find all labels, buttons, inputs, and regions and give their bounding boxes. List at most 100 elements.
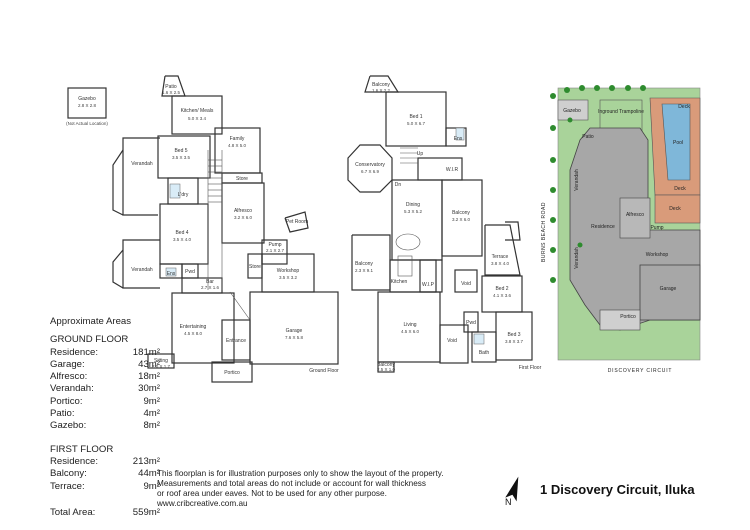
ff-room-dim: 2.5 X 1.0	[377, 367, 396, 372]
ff-room-name: Ens	[454, 136, 463, 142]
gf-room-name: Patio	[165, 84, 177, 90]
ff-room-dim: 3.8 X 4.0	[491, 261, 510, 266]
site-label: Garage	[660, 286, 677, 292]
area-value: 30m²	[138, 383, 160, 395]
area-row: Residence:181m²	[50, 347, 160, 359]
ff-room-name: Balcony	[377, 362, 395, 368]
trees	[550, 85, 646, 283]
portico-footprint	[599, 309, 641, 331]
site-road-side: BURNS BEACH ROAD	[541, 202, 547, 262]
gf-room-name: Store	[249, 264, 261, 270]
gf-room-name: Entrance	[226, 338, 246, 344]
ff-floor-caption: First Floor	[519, 365, 542, 371]
area-row: Patio:4m²	[50, 408, 160, 420]
ff-room-name: W.I.R	[446, 167, 459, 173]
site-label: Verandah	[574, 247, 580, 269]
site-label: Workshop	[646, 252, 669, 258]
ff-room-name: Terrace	[492, 254, 509, 260]
ff-room-name: Bath	[479, 350, 490, 356]
rear-deck	[654, 194, 701, 224]
gazebo-label: Gazebo	[78, 96, 96, 102]
ff-stair-label: Up	[417, 151, 424, 157]
north-label: N	[505, 497, 512, 507]
site-label: Residence	[591, 224, 615, 230]
gf-room-name: Kitchen/ Meals	[181, 108, 214, 114]
ground-floor-title: GROUND FLOOR	[50, 334, 129, 346]
ff-room-name: Bed 1	[409, 114, 422, 120]
ff-room-name: W.I.P	[422, 282, 435, 288]
site-road-bottom: DISCOVERY CIRCUIT	[608, 368, 673, 374]
website-link[interactable]: www.cribcreative.com.au	[157, 499, 248, 508]
ff-room-dim: 3.8 X 3.7	[505, 339, 524, 344]
total-area-value: 559m²	[132, 506, 160, 518]
gf-room-dim: 7.6 X 5.8	[285, 335, 304, 340]
area-value: 44m²	[138, 468, 160, 480]
gf-room-name: Bar	[206, 279, 214, 285]
ff-room-name: Conservatory	[355, 162, 385, 168]
alfresco-footprint	[619, 197, 651, 239]
gf-room-name: Store	[236, 176, 248, 182]
ff-room-name: Dining	[406, 202, 420, 208]
ground-floor-plan: Patio 1.6 X 2.5 Kitchen/ Meals 5.0 X 3.4…	[112, 75, 339, 383]
first-floor-title: FIRST FLOOR	[50, 443, 114, 455]
site-label: Pump	[650, 225, 663, 231]
property-address: 1 Discovery Circuit, Iluka	[540, 482, 695, 497]
ff-room-name: Void	[447, 338, 457, 344]
ff-room-name: Pwd	[466, 320, 476, 326]
approximate-areas: Approximate Areas GROUND FLOOR Residence…	[50, 316, 160, 519]
area-value: 8m²	[143, 420, 160, 432]
area-label: Residence:	[50, 455, 98, 467]
area-value: 18m²	[138, 371, 160, 383]
area-value: 9m²	[143, 395, 160, 407]
site-label: Alfresco	[626, 212, 644, 218]
gf-room-dim: 3.5 X 3.5	[172, 155, 191, 160]
ff-room-name: Living	[403, 322, 416, 328]
area-value: 9m²	[143, 480, 160, 492]
area-row: Verandah: 30m²	[50, 383, 160, 395]
gf-room-name: Verandah	[131, 267, 153, 273]
site-label: Portico	[620, 314, 636, 320]
ff-room-dim: 3.2 X 6.0	[452, 217, 471, 222]
site-label: Deck	[678, 104, 690, 110]
ff-room-name: Balcony	[452, 210, 470, 216]
area-row: Residence:213m²	[50, 456, 160, 468]
ff-room-dim: 6.7 X 6.9	[361, 169, 380, 174]
gf-room-name: Portico	[224, 370, 240, 376]
gazebo-area	[557, 99, 589, 121]
ff-stair-label: Dn	[395, 182, 402, 188]
area-label: Portico:	[50, 395, 83, 407]
area-label: Terrace:	[50, 480, 85, 492]
area-value: 4m²	[143, 408, 160, 420]
disclaimer-line: Measurements and total areas do not incl…	[157, 479, 426, 488]
pool	[661, 103, 691, 181]
site-labels: Gazebo Inground Trampoline Deck Pool Pat…	[563, 104, 690, 320]
area-row: Gazebo:8m²	[50, 420, 160, 432]
north-arrow-icon: N	[505, 476, 519, 507]
gf-room-name: Sitting	[154, 358, 168, 364]
ff-room-name: Bed 2	[495, 286, 508, 292]
gf-room-name: Family	[230, 136, 245, 142]
area-label: Garage:	[50, 358, 85, 370]
ff-room-name: Balcony	[355, 261, 373, 267]
gf-room-name: Alfresco	[234, 208, 252, 214]
disclaimer-line: This floorplan is for illustration purpo…	[157, 469, 444, 478]
gf-room-name: Bed 5	[174, 148, 187, 154]
gf-room-dim: 3.5 X 3.2	[279, 275, 298, 280]
gf-room-dim: 4.8 X 5.0	[228, 143, 247, 148]
ff-room-dim: 4.1 X 3.6	[493, 293, 512, 298]
site-label: Pool	[673, 140, 683, 146]
disclaimer-line: or roof area under eaves. Not to be used…	[157, 489, 387, 498]
site-label: Deck	[674, 186, 686, 192]
ff-room-dim: 2.3 X 9.1	[355, 268, 374, 273]
area-row: Portico: 9m²	[50, 396, 160, 408]
area-value: 181m²	[132, 346, 160, 358]
area-row: Alfresco:18m²	[50, 371, 160, 383]
area-label: Balcony:	[50, 468, 87, 480]
gf-room-name: Pwd	[185, 269, 195, 275]
site-plan: Gazebo Inground Trampoline Deck Pool Pat…	[541, 85, 701, 374]
site-label: Patio	[582, 134, 594, 140]
area-label: Verandah:	[50, 383, 94, 395]
areas-title: Approximate Areas	[50, 316, 132, 327]
garage-footprint	[639, 264, 701, 321]
site-label: Verandah	[574, 169, 580, 191]
